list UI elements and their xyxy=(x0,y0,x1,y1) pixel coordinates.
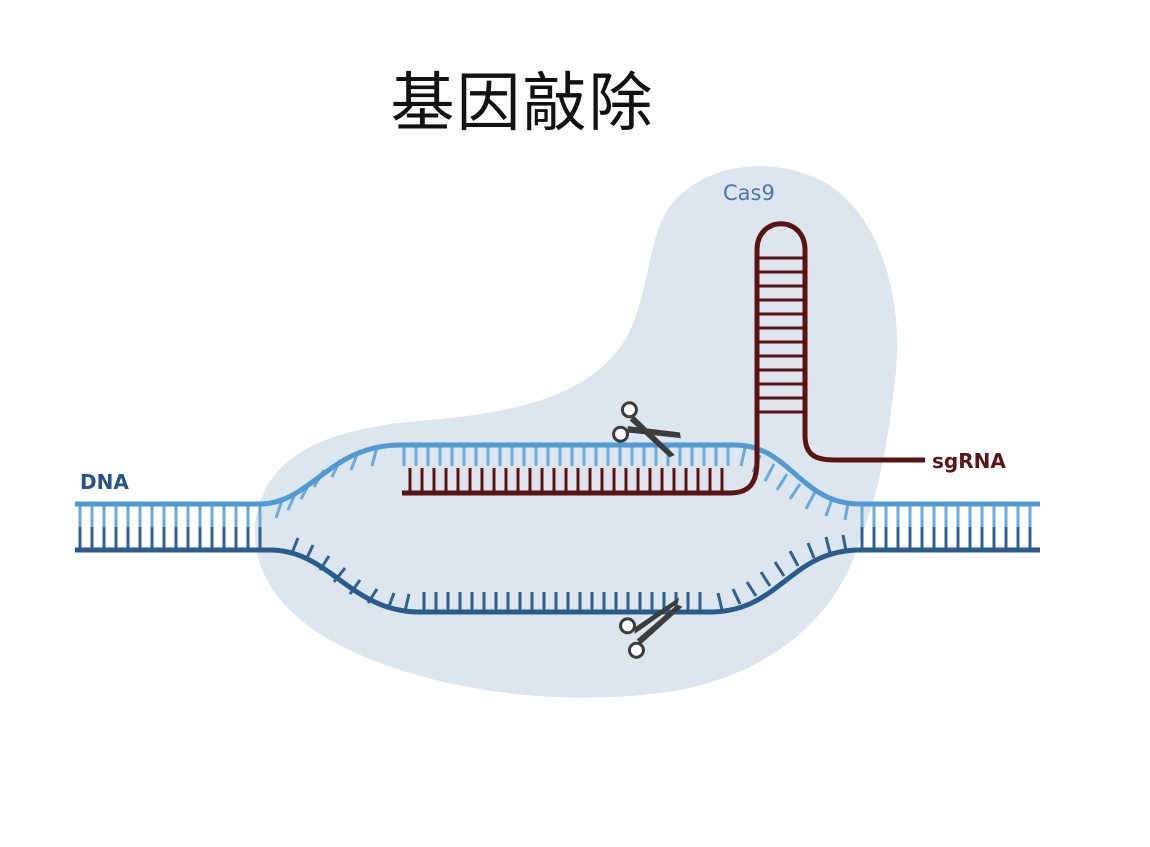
cas9-protein xyxy=(254,166,898,698)
base-pair-rung xyxy=(788,550,800,567)
base-pair-rung xyxy=(716,592,724,611)
sgrna-rungs xyxy=(408,468,724,491)
base-pair-rung xyxy=(841,534,848,552)
base-pair-rung xyxy=(843,502,850,521)
base-pair-rung xyxy=(804,491,817,510)
base-pair-rung xyxy=(824,498,834,517)
base-pair-rung xyxy=(824,536,832,554)
dna-top-strand xyxy=(75,442,1040,507)
scissors-icon xyxy=(612,401,681,458)
dna-label: DNA xyxy=(80,470,129,494)
dna-bottom-strand xyxy=(75,547,1040,615)
base-pair-rung xyxy=(773,561,786,577)
page-title: 基因敲除 xyxy=(390,67,655,141)
base-pair-rung xyxy=(806,542,816,559)
dna-rungs-bubble-top xyxy=(274,446,850,521)
sgrna-label: sgRNA xyxy=(932,449,1006,473)
base-pair-rung xyxy=(403,593,411,612)
base-pair-rung xyxy=(370,446,379,467)
dna-rungs-bubble-bottom xyxy=(290,534,848,612)
base-pair-rung xyxy=(759,571,772,587)
base-pair-rung xyxy=(745,581,758,597)
base-pair-rung xyxy=(763,463,776,482)
base-pair-rung xyxy=(788,483,802,500)
dna-rungs-right xyxy=(860,506,1032,548)
scissors-icon xyxy=(619,597,683,659)
dna-rungs-left xyxy=(78,506,262,548)
base-pair-rung xyxy=(290,537,300,554)
base-pair-rung xyxy=(274,499,284,519)
sgrna-strand xyxy=(402,221,925,496)
base-pair-rung xyxy=(739,447,747,467)
sgrna-hairpin-rungs xyxy=(759,256,803,414)
base-pair-rung xyxy=(775,473,789,491)
base-pair-rung xyxy=(348,579,362,595)
base-pair-rung xyxy=(731,588,742,605)
cas9-label: Cas9 xyxy=(723,181,775,205)
